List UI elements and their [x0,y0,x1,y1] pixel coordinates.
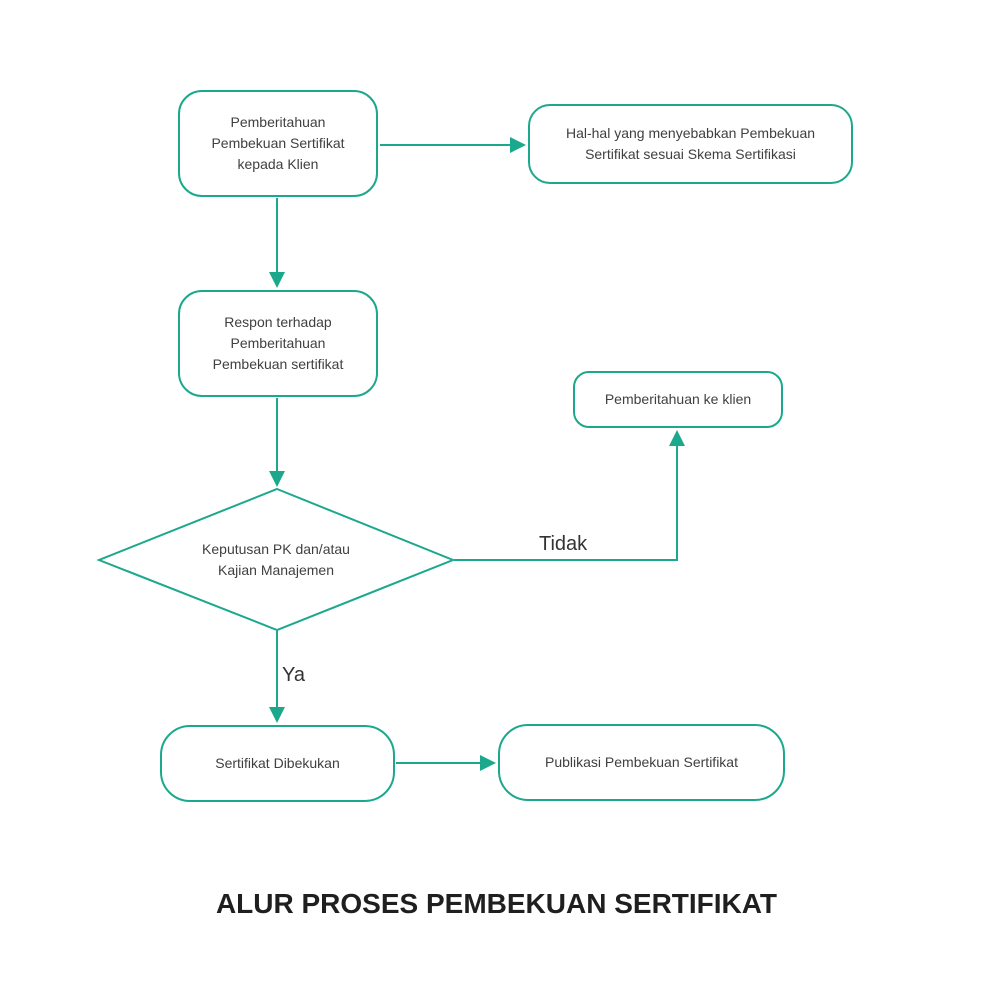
edge-label-ya: Ya [282,664,305,686]
node-notify-suspension-to-client: Pemberitahuan Pembekuan Sertifikat kepad… [178,90,378,197]
node-certificate-suspended: Sertifikat Dibekukan [160,725,395,802]
node-suspension-causes: Hal-hal yang menyebabkan Pembekuan Serti… [528,104,853,184]
edge-label-tidak: Tidak [539,533,588,555]
node-decision-pk-management-review: Keputusan PK dan/atau Kajian Manajemen [202,541,350,578]
node-response-to-notification: Respon terhadap Pemberitahuan Pembekuan … [178,290,378,397]
node-publication-of-suspension: Publikasi Pembekuan Sertifikat [498,724,785,801]
node-notification-to-client: Pemberitahuan ke klien [573,371,783,428]
diagram-title: ALUR PROSES PEMBEKUAN SERTIFIKAT [215,888,778,919]
